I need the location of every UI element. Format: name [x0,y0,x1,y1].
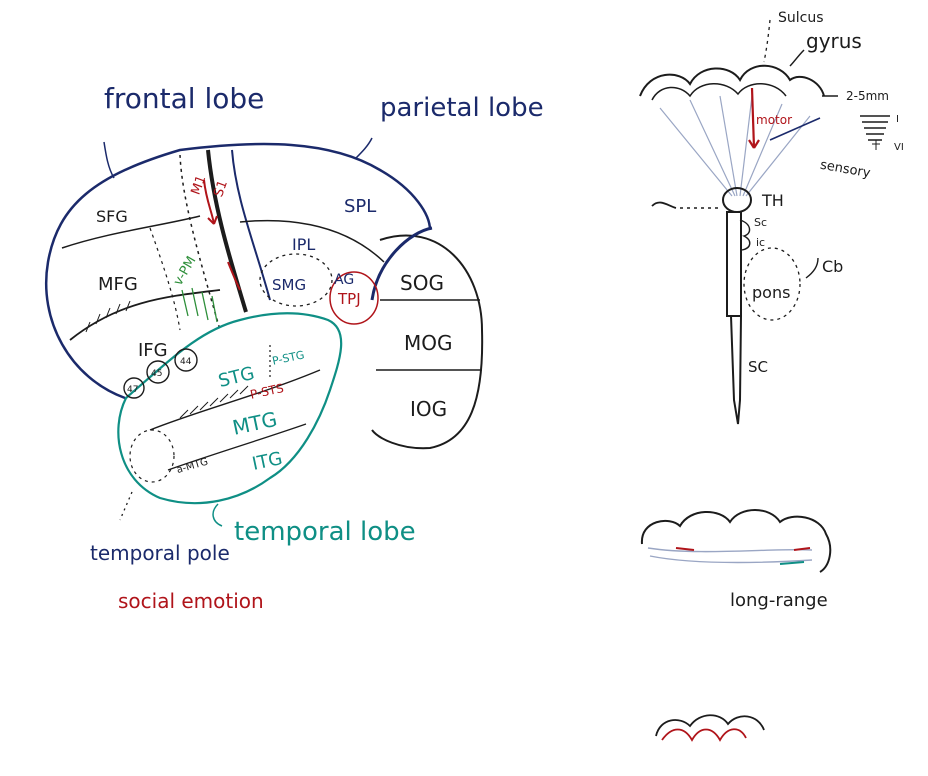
central-sulcus [206,149,248,313]
temporal-pole-label: temporal pole [90,541,230,565]
m1-arrow [203,179,215,225]
sc1-label: Sc [754,216,767,229]
postcentral-line [231,149,271,301]
long-range-label: long-range [730,590,828,611]
sts-hatching [179,385,249,419]
tpj-label: TPJ [337,290,361,308]
short-range-u-fibers [661,728,747,742]
sfg-label: SFG [96,207,128,226]
motor-arrowhead [748,139,760,149]
mfg-label: MFG [98,274,138,295]
pstg-label: P-STG [271,348,306,367]
vpm-region [149,227,181,331]
ag-label: AG [334,272,354,288]
brain-diagram: frontal lobe parietal lobe temporal lobe… [44,82,544,613]
tpj-circle [329,271,379,325]
sog-label: SOG [400,271,444,295]
fiber-fan [659,95,811,197]
layer-legend-tick [872,140,880,150]
brain-outline [44,142,432,400]
precentral-dotted [179,154,221,331]
ic-label: ic [756,236,765,249]
temporal-lobe-outline [117,312,343,505]
ifg-label: IFG [138,340,168,361]
social-emotion-label: social emotion [118,589,264,613]
sfg-mfg-sulcus [61,215,201,249]
short-range-cortex [655,714,765,737]
smg-label: SMG [272,276,306,294]
motor-arrow [750,87,756,149]
its-line [167,423,307,471]
long-range-fibers [647,547,813,564]
cortex-column-diagram: Sulcus gyrus 2-5mm I VI motor sensory TH… [639,10,904,425]
gyrus-pointer [789,49,805,67]
sc2-label: SC [748,358,768,376]
gyrus-label: gyrus [806,29,862,53]
temporal-pointer [212,503,223,527]
parietal-pointer [355,137,373,159]
ifg-45-circle [146,360,170,384]
th-label: TH [761,191,784,210]
ifg-45-label: 45 [151,369,162,379]
layer-bottom-label: VI [894,142,904,153]
thickness-label: 2-5mm [846,89,889,103]
cortex-surface [639,64,825,97]
ifg-44-circle [174,348,198,372]
motor-label: motor [756,113,792,127]
cb-brace [805,257,819,279]
ipl-label: IPL [292,235,315,254]
occipital-outline [371,234,484,450]
sensory-arrow [769,117,821,141]
sulcus-hatching [85,300,131,333]
cortex-inner-surface [651,83,787,101]
sensory-label: sensory [819,158,872,182]
frontal-lobe-label: frontal lobe [104,82,264,115]
amtg-circle [129,429,175,483]
iog-label: IOG [410,397,447,421]
ifg-44-label: 44 [180,357,192,367]
long-range-diagram: long-range [640,509,832,611]
mtg-label: MTG [230,407,279,440]
spl-label: SPL [344,196,376,217]
left-hook [651,201,677,209]
sc-ic-brace [739,219,751,251]
vpm-label: v-PM [171,254,200,288]
parietal-lobe-label: parietal lobe [380,93,544,123]
long-range-cortex [640,509,832,573]
layer-top-label: I [896,114,899,125]
smg-circle [259,253,333,307]
pole-pointer [119,491,133,521]
sts-line [149,369,321,431]
brainstem [726,211,742,317]
pons-circle [743,247,801,321]
ifg-47-label: 47 [127,385,138,395]
m1-label: M1 [189,173,210,196]
spinal-cord [730,315,742,425]
s1-label: S1 [211,178,231,199]
layer-legend [860,115,890,141]
vpm-hatching [181,287,218,323]
m1-arrowhead [207,215,218,225]
parieto-occipital-sulcus [370,226,433,301]
s1-arrow [227,261,241,291]
thalamus [722,187,752,213]
sulcus-label: Sulcus [778,10,824,26]
long-range-teal [779,561,805,565]
short-range-diagram [655,714,765,742]
cb-label: Cb [822,257,843,276]
ips-line [239,219,385,263]
temporal-lobe-label: temporal lobe [234,517,416,547]
pons-label: pons [752,283,790,302]
frontal-pointer [103,141,115,179]
long-range-red-right [793,547,811,551]
psts-label: P-STS [249,381,285,402]
sulcus-pointer [763,19,771,63]
ifg-47-circle [123,377,145,399]
long-range-red-left [675,547,695,551]
mog-label: MOG [404,331,453,355]
amtg-label: a-MTG [175,457,209,476]
